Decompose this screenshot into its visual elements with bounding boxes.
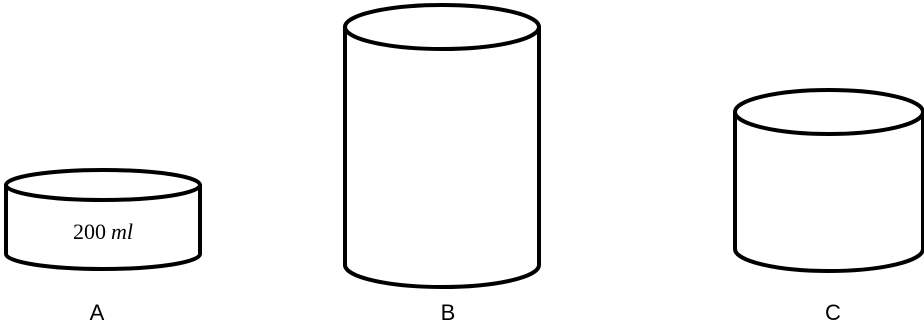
cylinder-b-label: B — [441, 300, 456, 325]
cylinder-b: B — [345, 5, 539, 325]
cylinder-a-top — [6, 170, 200, 200]
cylinder-b-top — [345, 5, 539, 49]
cylinder-b-body — [345, 27, 539, 287]
cylinder-a-label: A — [90, 300, 105, 325]
cylinder-c: C — [735, 90, 923, 325]
cylinder-c-label: C — [825, 300, 841, 325]
cylinder-c-top — [735, 90, 923, 134]
